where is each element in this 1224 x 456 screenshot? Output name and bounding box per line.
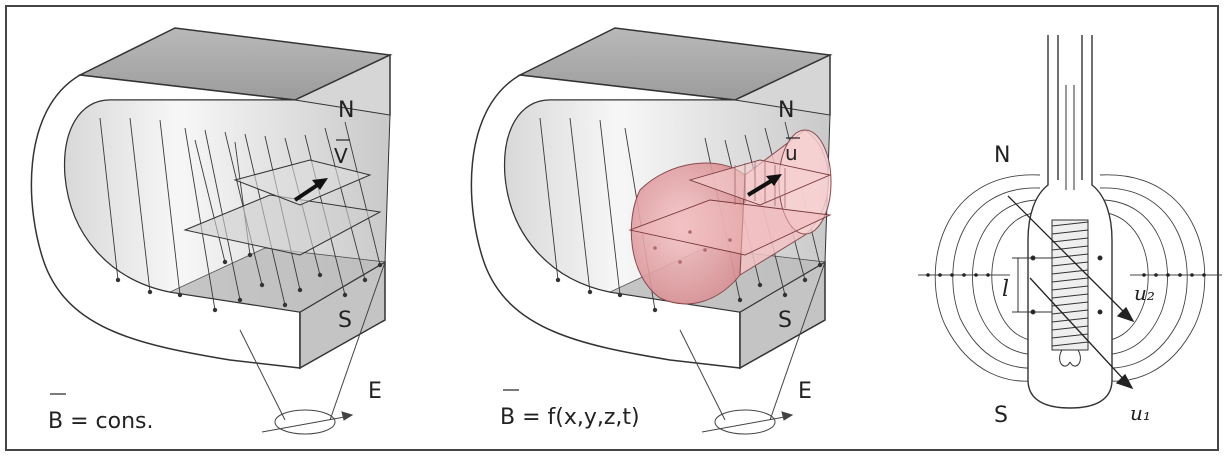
south-pole-label: S bbox=[994, 403, 1008, 428]
field-arcs bbox=[934, 174, 1206, 382]
conductor-plate bbox=[183, 159, 382, 256]
length-label: l bbox=[1002, 277, 1009, 302]
velocity-arrow bbox=[746, 174, 782, 197]
field-points bbox=[555, 262, 823, 313]
emf-label: E bbox=[368, 379, 382, 404]
north-pole-label: N bbox=[994, 143, 1010, 168]
emf-label: E bbox=[798, 379, 812, 404]
length-marker bbox=[1012, 255, 1103, 315]
field-points bbox=[115, 252, 383, 313]
north-pole-label: N bbox=[778, 98, 794, 123]
circuit-loop bbox=[239, 261, 386, 435]
south-pole-label: S bbox=[338, 308, 352, 333]
panel-variable-field: N S u E B = f(x,y,z,t) bbox=[470, 27, 833, 435]
velocity-label: u bbox=[785, 141, 798, 165]
velocity-2-label: u₂ bbox=[1134, 281, 1155, 305]
coil bbox=[1051, 219, 1089, 367]
variable-field-volume bbox=[628, 129, 832, 305]
panel-constant-field: N S V E B = cons. bbox=[30, 27, 393, 435]
field-points-horizontal bbox=[918, 273, 1222, 277]
velocity-arrows bbox=[1007, 195, 1135, 390]
north-pole-label: N bbox=[338, 98, 354, 123]
velocity-arrow bbox=[293, 178, 328, 202]
south-pole-label: S bbox=[778, 308, 792, 333]
field-formula: B = cons. bbox=[48, 409, 153, 434]
field-formula: B = f(x,y,z,t) bbox=[500, 405, 640, 430]
figure-border bbox=[5, 5, 1219, 451]
velocity-label: V bbox=[334, 144, 348, 168]
horseshoe-magnet bbox=[30, 27, 393, 370]
panel-tube-sensor: N S l u₂ u₁ bbox=[918, 35, 1222, 428]
circuit-loop bbox=[679, 261, 826, 435]
velocity-1-label: u₁ bbox=[1130, 401, 1151, 425]
